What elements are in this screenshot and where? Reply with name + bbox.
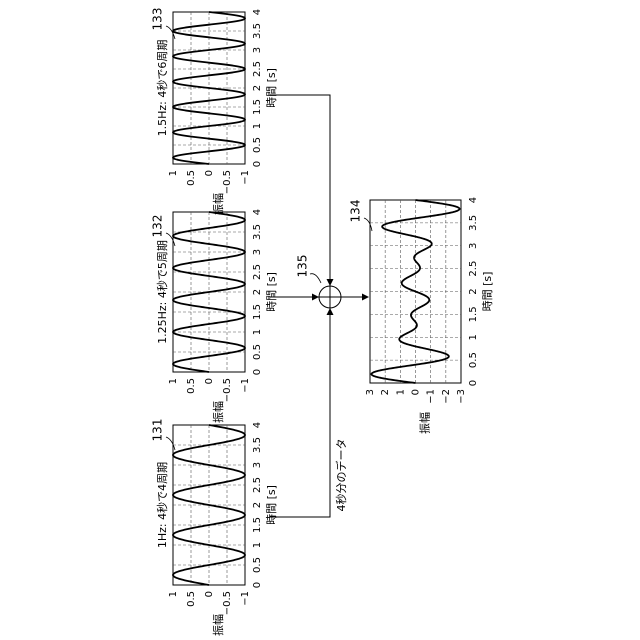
chart-133: 0 0.5 1 1.5 2 2.5 3 3.5 4 1 0.5 0 −0.5 −1 時間 [s] 振幅 1.5H…: [151, 8, 279, 215]
x-tick-label: 2.5: [468, 261, 479, 277]
reference-numeral: 134: [349, 200, 363, 223]
arrow-head-131: [327, 308, 334, 315]
y-tick-label: 0.5: [186, 591, 197, 607]
x-tick-label: 0: [252, 161, 263, 167]
x-tick-label: 4: [468, 197, 479, 203]
data-length-label: 4秒分のデータ: [334, 439, 348, 512]
x-axis-label: 時間 [s]: [481, 272, 494, 312]
arrow-head-133: [327, 279, 334, 286]
y-tick-label: 0.5: [186, 170, 197, 186]
x-tick-label: 1.5: [252, 304, 263, 320]
x-tick-label: 0.5: [252, 557, 263, 573]
y-tick-label: 1: [168, 170, 179, 176]
x-axis-label: 時間 [s]: [265, 485, 278, 525]
y-tick-label: −3: [456, 389, 467, 404]
y-axis-label: 振幅: [211, 193, 225, 215]
x-tick-label: 2: [468, 288, 479, 294]
y-tick-label: 0: [411, 389, 422, 395]
x-axis-label: 時間 [s]: [265, 272, 278, 312]
chart-title: 1Hz: 4秒で4周期: [155, 462, 169, 548]
y-tick-label: −0.5: [222, 591, 233, 615]
reference-numeral: 132: [151, 215, 165, 238]
x-tick-label: 2.5: [252, 477, 263, 493]
x-tick-label: 1: [252, 329, 263, 335]
y-axis-label: 振幅: [211, 614, 225, 636]
x-tick-label: 0: [252, 369, 263, 375]
arrow-head-132: [312, 294, 319, 301]
y-tick-label: 3: [365, 389, 376, 395]
y-tick-label: 1: [395, 389, 406, 395]
y-tick-label: −1: [240, 170, 251, 185]
chart-title: 1.5Hz: 4秒で6周期: [155, 40, 169, 137]
x-tick-label: 2.5: [252, 61, 263, 77]
chart-134: 00.511.522.533.543210−1−2−3時間 [s]振幅134: [349, 197, 495, 434]
x-tick-label: 3: [252, 249, 263, 255]
y-tick-label: 1: [168, 378, 179, 384]
x-tick-label: 0.5: [468, 352, 479, 368]
y-tick-label: −0.5: [222, 378, 233, 402]
x-tick-label: 4: [252, 9, 263, 15]
y-tick-label: 2: [380, 389, 391, 395]
x-tick-label: 2.5: [252, 264, 263, 280]
chart-132: 0 0.5 1 1.5 2 2.5 3 3.5 4 1 0.5 0 −0.5 −1 時間 [s] 振幅 1.25…: [151, 209, 279, 423]
x-tick-label: 4: [252, 209, 263, 215]
y-tick-label: 0.5: [186, 378, 197, 394]
diagram-layer: 0 0.5 1 1.5 2 2.5 3 3.5 4 1 0.5 0 −0.5 −1 時間 [s] 振幅 1Hz:…: [151, 8, 495, 636]
x-tick-label: 3.5: [252, 23, 263, 39]
x-tick-label: 1.5: [252, 99, 263, 115]
x-tick-label: 1: [468, 334, 479, 340]
x-tick-label: 1.5: [468, 306, 479, 322]
x-tick-label: 0: [468, 380, 479, 386]
y-tick-label: −1: [240, 378, 251, 393]
arrow-head-output: [362, 294, 369, 301]
signal-line-131: [270, 308, 330, 517]
chart-title: 1.25Hz: 4秒で5周期: [155, 240, 169, 344]
y-tick-label: −0.5: [222, 170, 233, 194]
x-tick-label: 3: [252, 462, 263, 468]
x-tick-label: 3: [252, 47, 263, 53]
x-tick-label: 1: [252, 542, 263, 548]
adder-numeral: 135: [296, 255, 310, 278]
x-tick-label: 2: [252, 502, 263, 508]
y-tick-label: 0: [204, 591, 215, 597]
y-tick-label: −2: [441, 389, 452, 404]
adder-leader-line: [310, 274, 321, 283]
y-tick-label: 0: [204, 170, 215, 176]
x-tick-label: 3.5: [252, 224, 263, 240]
x-tick-label: 4: [252, 422, 263, 428]
x-tick-label: 2: [252, 85, 263, 91]
x-tick-label: 0.5: [252, 137, 263, 153]
y-tick-label: 1: [168, 591, 179, 597]
x-tick-label: 2: [252, 289, 263, 295]
y-tick-label: 0: [204, 378, 215, 384]
x-tick-label: 3: [468, 243, 479, 249]
y-tick-label: −1: [426, 389, 437, 404]
x-tick-label: 1.5: [252, 517, 263, 533]
y-axis-label: 振幅: [211, 401, 225, 423]
x-axis-label: 時間 [s]: [265, 68, 278, 108]
x-tick-label: 3.5: [468, 215, 479, 231]
chart-131: 0 0.5 1 1.5 2 2.5 3 3.5 4 1 0.5 0 −0.5 −1 時間 [s] 振幅 1Hz:…: [151, 419, 279, 636]
signal-flow: 135 4秒分のデータ: [270, 95, 369, 517]
x-tick-label: 3.5: [252, 437, 263, 453]
y-axis-label: 振幅: [418, 412, 432, 434]
x-tick-label: 1: [252, 123, 263, 129]
y-tick-label: −1: [240, 591, 251, 606]
x-tick-label: 0: [252, 582, 263, 588]
reference-numeral: 133: [151, 8, 165, 31]
x-tick-label: 0.5: [252, 344, 263, 360]
reference-numeral: 131: [151, 419, 165, 442]
